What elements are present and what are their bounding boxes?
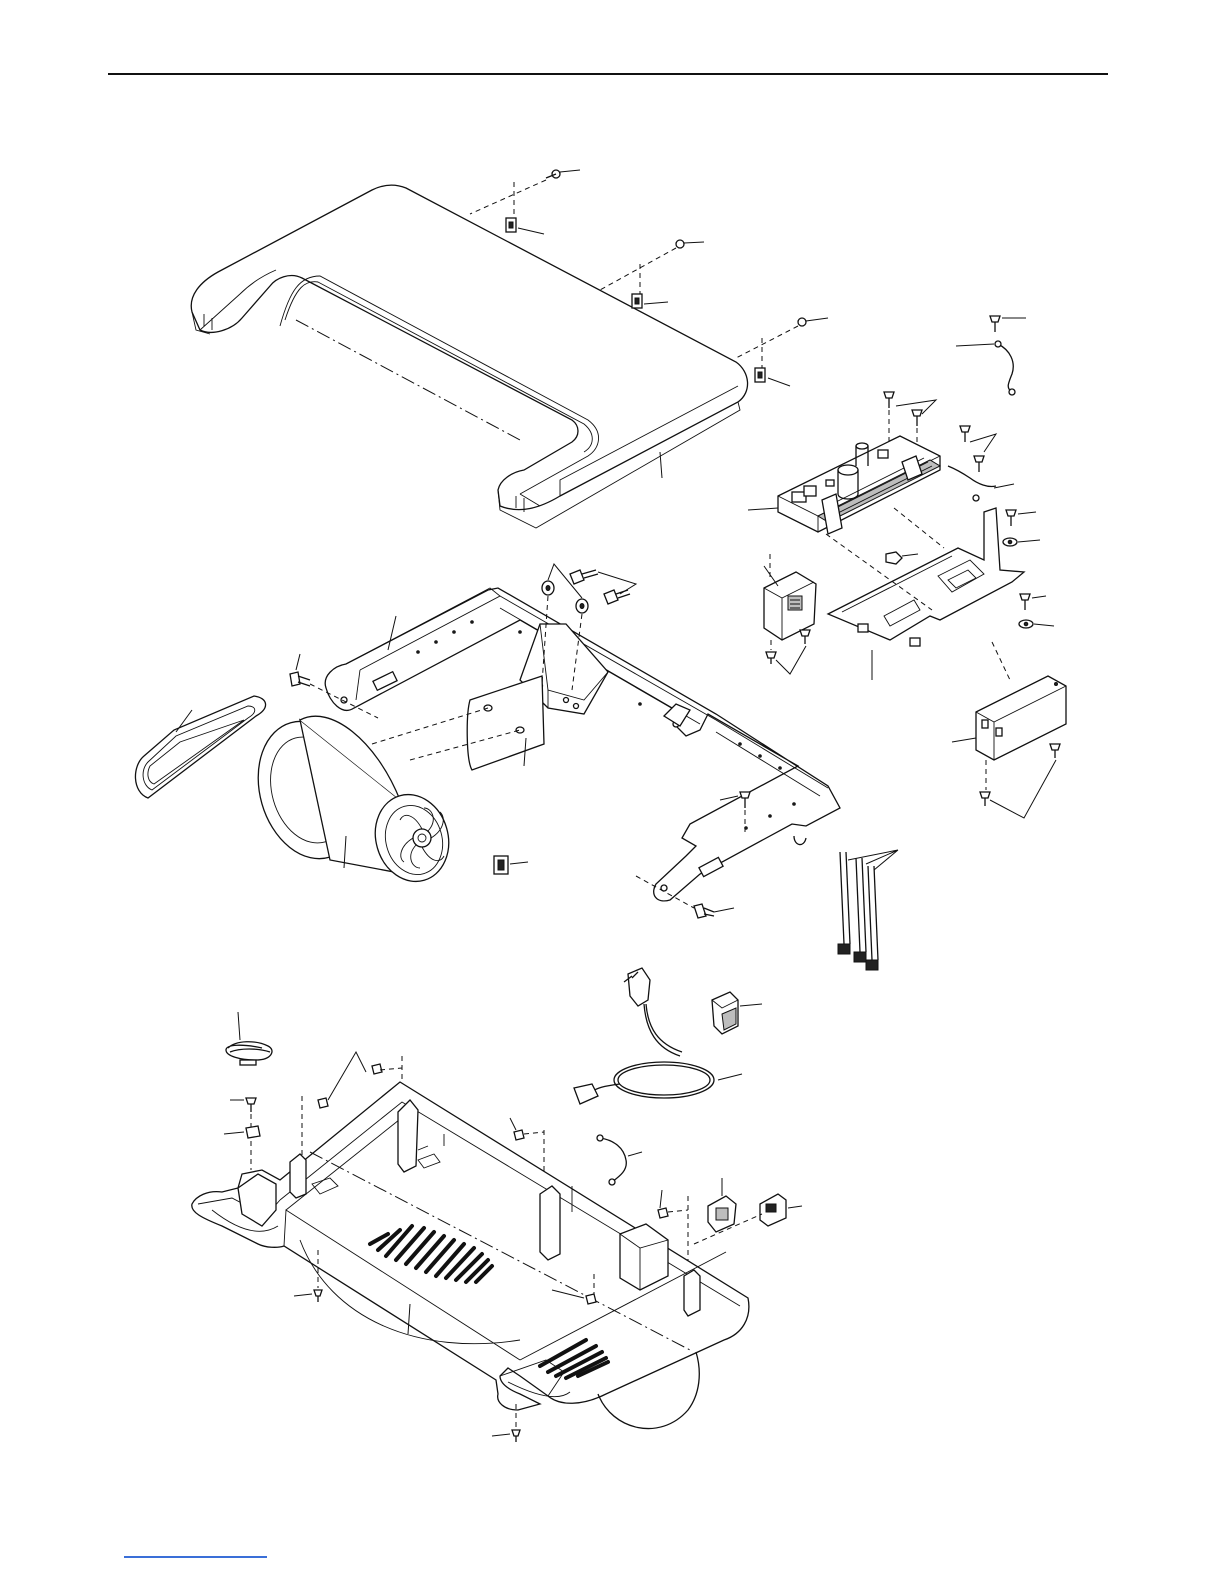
- line-filter: [952, 642, 1066, 790]
- belly-pan: [372, 676, 544, 770]
- power-receptacle: [708, 1178, 736, 1232]
- bracket-washer-2: [1019, 620, 1054, 628]
- ground-wire-base: [597, 1135, 642, 1185]
- grommet-1: [542, 581, 554, 595]
- bracket-screw-1: [1006, 510, 1036, 526]
- choke-coil: [764, 554, 816, 640]
- controller-board: [748, 436, 940, 534]
- base-housing: [192, 1082, 749, 1429]
- bracket-washer-1: [1003, 538, 1040, 546]
- controller-screw-2: [912, 410, 922, 426]
- grommet-2: [576, 599, 588, 613]
- footer-link-underline: [124, 1556, 267, 1558]
- hood-screw-2: [600, 240, 704, 294]
- controller-screw-3: [960, 426, 970, 442]
- controller-screw-1: [884, 392, 894, 408]
- hood-screw-3: [736, 318, 828, 368]
- ground-wire-controller: [948, 466, 1014, 501]
- bracket-screw-2: [1020, 594, 1046, 610]
- cable-ties: [838, 850, 898, 970]
- hood-clip-1: [506, 218, 544, 234]
- ferrite-bead: [494, 856, 528, 874]
- sensor-wire: [226, 1012, 272, 1065]
- drive-motor: [243, 709, 459, 890]
- ground-wire-top: [956, 341, 1015, 395]
- cable-tie-1: [838, 852, 850, 954]
- bracket-nut: [886, 552, 918, 564]
- ground-screw-top: [990, 316, 1026, 332]
- power-cord: [574, 968, 742, 1104]
- controller-bracket: [826, 508, 1024, 680]
- drive-belt: [135, 696, 265, 798]
- hood-cover: [191, 185, 747, 528]
- hood-clip-2: [632, 294, 668, 308]
- grommet-bolt-1: [570, 570, 598, 584]
- base-bushing: [224, 1126, 260, 1138]
- controller-screw-4: [974, 456, 984, 472]
- rocker-switch: [712, 992, 762, 1034]
- hood-screw-1: [470, 170, 580, 214]
- grommet-bolt-2: [604, 590, 630, 604]
- cable-tie-3: [866, 866, 878, 970]
- hood-clip-3: [755, 368, 790, 386]
- cable-tie-2: [854, 858, 866, 962]
